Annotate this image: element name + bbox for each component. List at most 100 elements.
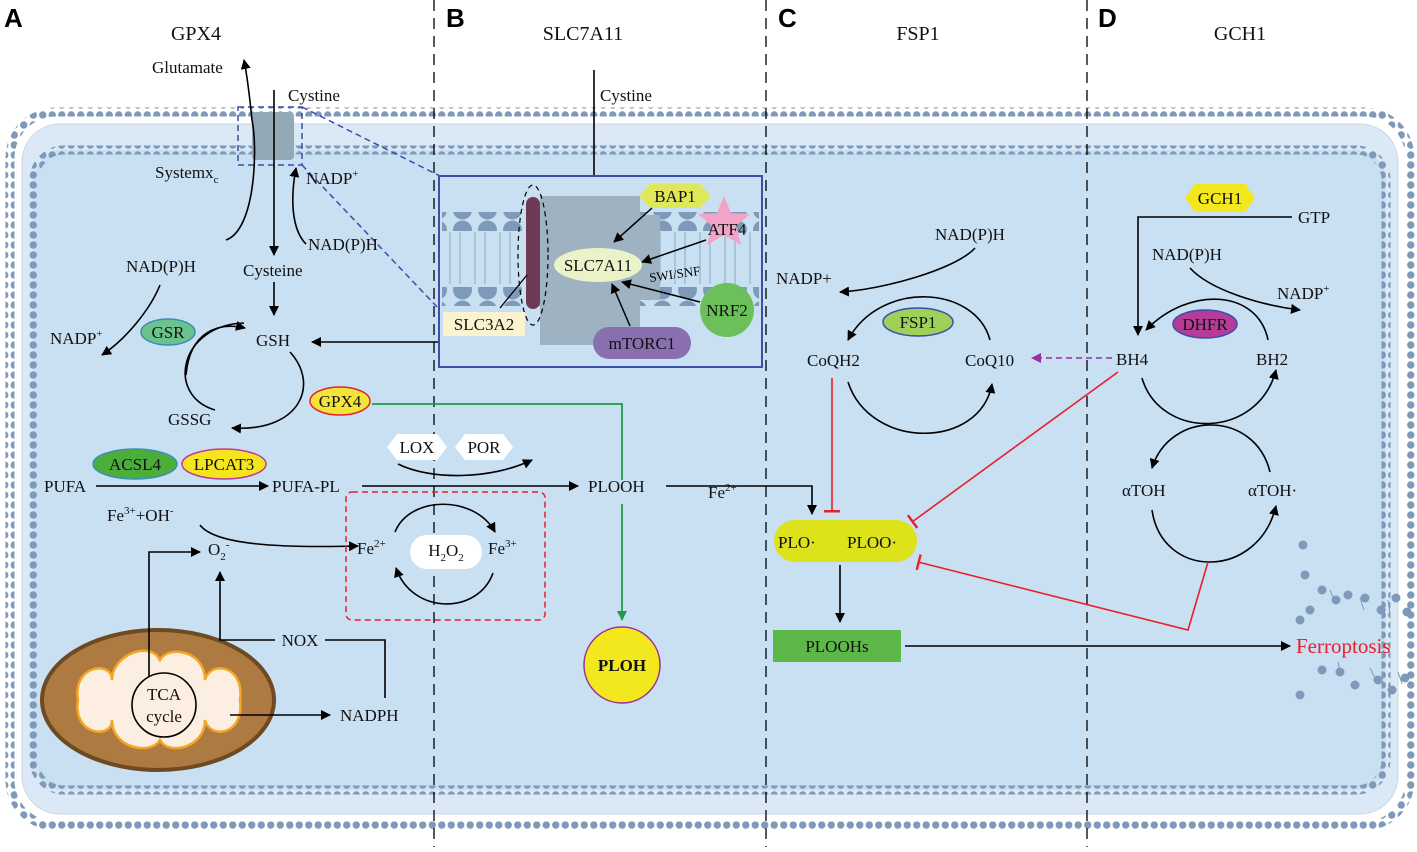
- o2-label: O2-: [208, 539, 230, 563]
- atoh-radical-label: αTOH·: [1248, 481, 1297, 500]
- nadp-plus-label-c: NADP+: [776, 269, 832, 288]
- dhfr-cycle-bottom-arrow: [1141, 369, 1279, 425]
- slc7a11-label: SLC7A11: [564, 256, 632, 275]
- panel-d: GCH1 GTP NAD(P)H NADP+ DHFR BH4 BH2 αTOH…: [906, 184, 1412, 700]
- gsr-label: GSR: [151, 323, 185, 342]
- plo-ploo-box: [774, 520, 917, 562]
- gtp-label: GTP: [1298, 208, 1330, 227]
- gch1-label: GCH1: [1198, 189, 1242, 208]
- ploohs-label: PLOOHs: [805, 637, 868, 656]
- tca-label-line2: cycle: [146, 707, 182, 726]
- gsh-label: GSH: [256, 331, 290, 350]
- gpx4-enzyme: [309, 386, 371, 416]
- system-xc-transporter: [252, 112, 294, 160]
- arrow-plooh-to-plo: [666, 485, 817, 515]
- fe3-oh-label: Fe3++OH-: [107, 505, 174, 525]
- lox-label: LOX: [400, 438, 435, 457]
- acsl4-enzyme: [92, 448, 178, 480]
- arrow-gtp-to-bh4: [1133, 216, 1292, 336]
- system-xc-zoom-box: [237, 106, 303, 166]
- mtorc1-shape: [593, 327, 691, 359]
- slc3a2-label: SLC3A2: [454, 315, 514, 334]
- dhfr-enzyme: [1172, 309, 1238, 339]
- atoh-label: αTOH: [1122, 481, 1166, 500]
- inhibit-atoh: [915, 554, 1209, 631]
- ferroptosis-membrane-burst: [1295, 540, 1412, 700]
- lox-shape: [387, 434, 447, 460]
- dhfr-cycle-top-arrow: [1145, 298, 1269, 341]
- system-xc-label: Systemxc: [155, 163, 219, 186]
- gch1-shape: [1185, 184, 1255, 212]
- panel-letter-c: C: [778, 3, 797, 33]
- nadph-label-d: NAD(P)H: [1152, 245, 1222, 264]
- panel-letter-b: B: [446, 3, 465, 33]
- arrow-fe3oh-to-fe2: [199, 524, 359, 552]
- arrow-nadph-to-nadp-left: [101, 284, 161, 356]
- plo-label: PLO·: [778, 533, 816, 552]
- gsh-cycle-arrow-to-gsh: [185, 321, 246, 376]
- h2o2-bubble: [410, 535, 482, 569]
- ploh-label: PLOH: [598, 656, 646, 675]
- panel-a: Glutamate Cystine Systemxc NADP+ NAD(P)H…: [40, 58, 623, 772]
- nox-label: NOX: [282, 631, 319, 650]
- arrow-nrf2: [621, 279, 701, 303]
- atf4-shape: [698, 196, 750, 245]
- panel-title-a: GPX4: [171, 23, 221, 45]
- gssg-label: GSSG: [168, 410, 211, 429]
- tca-cycle-ring: [131, 672, 197, 738]
- panel-c: NAD(P)H NADP+ FSP1 CoQH2 CoQ10 Fe2+ PLO·…: [666, 225, 1291, 662]
- nrf2-label: NRF2: [706, 301, 748, 320]
- nrf2-shape: [700, 283, 754, 337]
- toh-cycle-bottom-arrow: [1151, 505, 1279, 563]
- gsh-cycle-arrow-to-gssg: [231, 351, 305, 434]
- panel-title-d: GCH1: [1214, 23, 1266, 45]
- panel-title-c: FSP1: [896, 23, 939, 45]
- por-label: POR: [467, 438, 501, 457]
- acsl4-label: ACSL4: [109, 455, 161, 474]
- arrow-tca-to-o2: [148, 547, 201, 676]
- gsr-enzyme: [140, 318, 196, 346]
- lpcat3-enzyme: [181, 448, 267, 480]
- cell-cytoplasm: [34, 150, 1386, 790]
- zoom-line-top: [301, 106, 441, 177]
- panel-title-b: SLC7A11: [543, 23, 623, 45]
- slc3a2-pointer: [499, 274, 528, 309]
- lpcat3-label: LPCAT3: [194, 455, 254, 474]
- pufa-pl-label: PUFA-PL: [272, 477, 340, 496]
- slc3a2-helix: [526, 197, 540, 309]
- fenton-reaction-box: [345, 491, 546, 621]
- plooh-label: PLOOH: [588, 477, 645, 496]
- arrow-atf4: [641, 239, 707, 264]
- swi-snf-label: SWI/SNF: [648, 263, 701, 285]
- toh-cycle-top-arrow: [1149, 424, 1271, 473]
- nadph-label-c: NAD(P)H: [935, 225, 1005, 244]
- cystine-label-a: Cystine: [288, 86, 340, 105]
- por-shape: [455, 434, 513, 460]
- nadph-right-label: NAD(P)H: [308, 235, 378, 254]
- nox-bg: [275, 630, 325, 650]
- pufa-label: PUFA: [44, 477, 87, 496]
- ploohs-box: [773, 630, 901, 662]
- gpx4-label: GPX4: [319, 392, 362, 411]
- cell-outer-lipid-heads: [5, 107, 1415, 831]
- nadph-left-label: NAD(P)H: [126, 257, 196, 276]
- ploh-shape: [583, 626, 661, 704]
- ferroptosis-label: Ferroptosis: [1296, 634, 1391, 658]
- fenton-arrow-bottom: [394, 567, 494, 605]
- fsp1-enzyme: [882, 307, 954, 337]
- mtorc1-label: mTORC1: [609, 334, 676, 353]
- coqh2-label: CoQH2: [807, 351, 860, 370]
- fenton-arrow-top: [394, 503, 496, 533]
- coq10-label: CoQ10: [965, 351, 1014, 370]
- panel-letter-d: D: [1098, 3, 1117, 33]
- lox-por-arrow: [397, 459, 533, 477]
- fsp1-label: FSP1: [900, 313, 937, 332]
- nadp-plus-top-label: NADP+: [306, 168, 359, 188]
- slc7a11-protein: [554, 248, 642, 282]
- slc3a2-dashed-outline: [517, 184, 549, 326]
- arrow-nadph-to-nadp-top: [289, 167, 307, 245]
- gpx4-green-line: [372, 403, 623, 480]
- bh2-label: BH2: [1256, 350, 1288, 369]
